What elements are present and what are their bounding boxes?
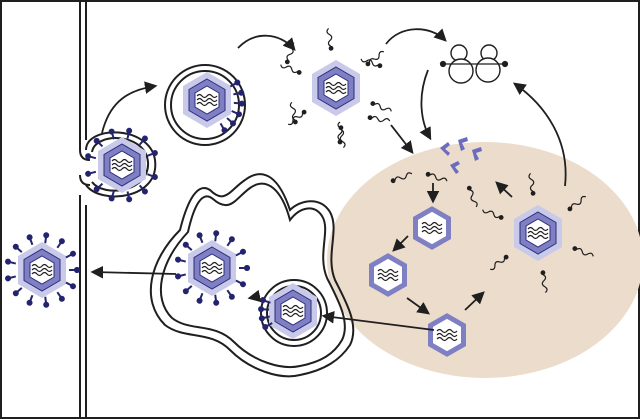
glycoprotein-spike: [63, 278, 79, 292]
glycoprotein-spike: [233, 246, 249, 260]
glycoprotein-spike: [53, 236, 68, 251]
glycoprotein-spike: [3, 272, 18, 284]
glycoprotein-spike: [41, 230, 51, 245]
glycoprotein-spike: [223, 287, 238, 302]
tegument-mrna: [369, 99, 393, 115]
released-virion: [3, 230, 81, 310]
plasma-membrane: [79, 2, 91, 418]
glycoprotein-spike: [238, 264, 251, 272]
golgi-virion: [256, 279, 328, 347]
glycoprotein-spike: [211, 228, 221, 243]
golgi-membranes: [149, 173, 355, 378]
viral-proteins: [440, 137, 482, 174]
glycoprotein-spike: [83, 167, 98, 179]
glycoprotein-spike: [173, 254, 188, 266]
entry-virion: [83, 126, 160, 204]
glycoprotein-spike: [180, 282, 195, 297]
ribosomes: [439, 44, 509, 84]
glycoprotein-spike: [194, 230, 207, 245]
glycoprotein-spike: [180, 239, 195, 254]
tegument-mrna: [337, 124, 347, 149]
glycoprotein-spike: [211, 293, 221, 308]
tegument-mrna: [279, 61, 303, 77]
nucleus: [327, 142, 640, 378]
tegument-mrna: [325, 27, 335, 52]
glycoprotein-spike: [24, 232, 37, 247]
glycoprotein-spike: [223, 234, 238, 249]
glycoprotein-spike: [173, 270, 188, 282]
glycoprotein-spike: [24, 293, 37, 308]
glycoprotein-spike: [41, 295, 51, 310]
tegument-capsid: [279, 27, 393, 149]
glycoprotein-spike: [10, 241, 25, 256]
endosome-virion: [164, 64, 247, 146]
glycoprotein-spike: [3, 256, 18, 268]
mature-virion-intracellular: [173, 228, 251, 308]
glycoprotein-spike: [233, 276, 249, 290]
glycoprotein-spike: [63, 248, 79, 262]
glycoprotein-spike: [194, 291, 207, 306]
glycoprotein-spike: [68, 266, 81, 274]
glycoprotein-spike: [10, 284, 25, 299]
glycoprotein-spike: [53, 289, 68, 304]
cycle-arrows: [90, 28, 567, 331]
tegument-mrna: [363, 49, 386, 68]
glycoprotein-spike: [123, 189, 134, 204]
